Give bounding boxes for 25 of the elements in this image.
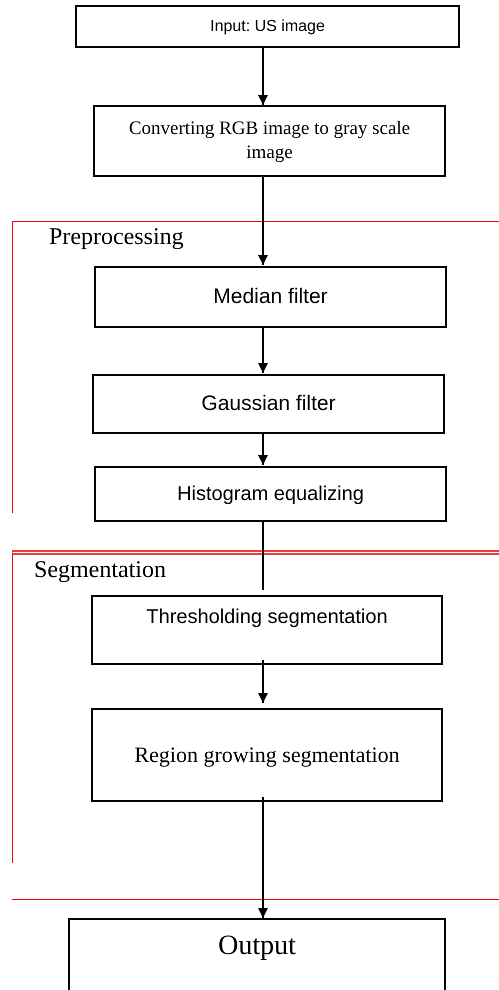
process-box xyxy=(68,918,446,990)
step-label: Region growing segmentation xyxy=(134,741,400,769)
section-bracket xyxy=(12,550,499,863)
step-label: Histogram equalizing xyxy=(177,482,364,506)
process-box xyxy=(91,708,443,802)
arrow xyxy=(258,177,268,265)
process-box xyxy=(91,595,443,665)
arrow xyxy=(258,327,268,373)
process-box xyxy=(92,374,445,434)
step-label: Median filter xyxy=(213,284,328,310)
step-label: Gaussian filter xyxy=(201,390,336,417)
arrow xyxy=(258,797,268,918)
arrow xyxy=(258,48,268,105)
section-heading: Segmentation xyxy=(34,556,166,585)
arrow xyxy=(258,660,268,703)
process-box xyxy=(93,105,446,177)
step-label: Thresholding segmentation xyxy=(146,605,388,630)
step-label: Input: US image xyxy=(210,16,325,36)
process-box xyxy=(94,266,447,328)
step-label: Output xyxy=(218,929,296,963)
arrow xyxy=(258,433,268,465)
process-box xyxy=(94,466,447,522)
process-box xyxy=(75,5,460,48)
step-label: Converting RGB image to gray scale image xyxy=(128,117,412,165)
section-heading: Preprocessing xyxy=(49,223,184,252)
